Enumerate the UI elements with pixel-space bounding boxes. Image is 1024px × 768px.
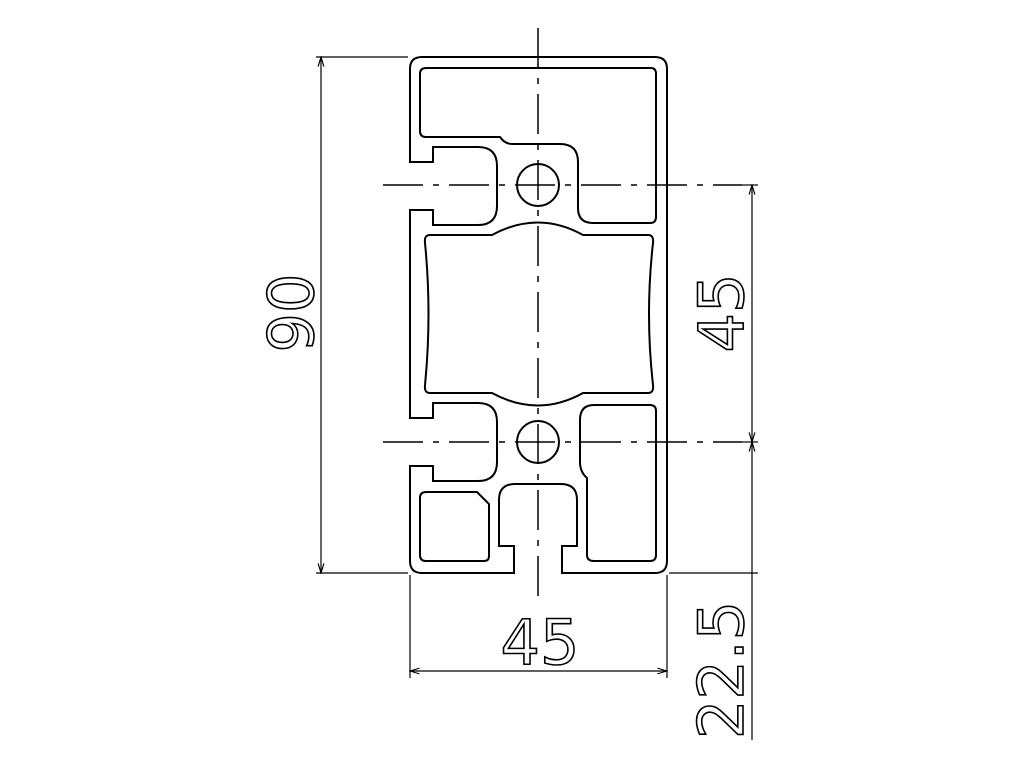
lower-right-cavity xyxy=(579,404,657,562)
profile-outer-contour xyxy=(409,56,668,574)
width-dimension-label: 45 xyxy=(501,606,580,679)
offset-dimension-label: 22.5 xyxy=(685,601,758,739)
lower-left-cavity xyxy=(419,491,490,562)
top-cavity xyxy=(419,67,657,224)
center-cavity xyxy=(423,221,655,407)
height-dimension-label: 90 xyxy=(255,274,328,353)
spacing-dimension-label: 45 xyxy=(685,274,758,353)
